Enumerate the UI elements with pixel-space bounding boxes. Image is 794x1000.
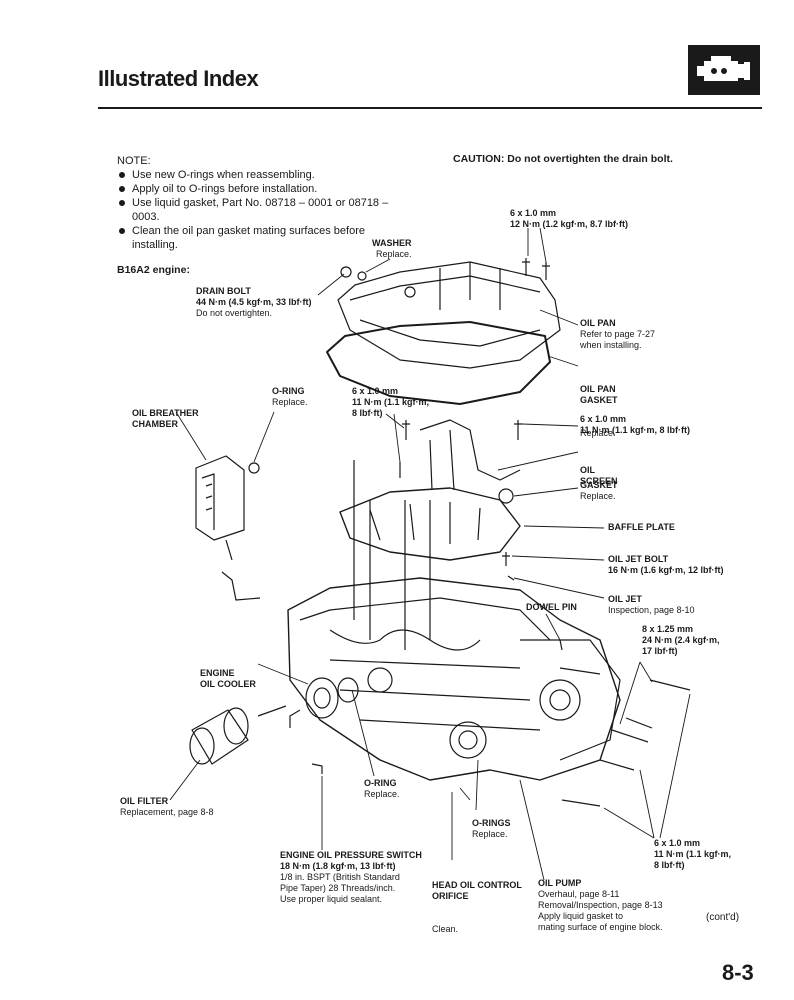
label-head-oil-orifice: HEAD OIL CONTROL ORIFICE Clean.	[432, 880, 522, 934]
oil-filter-part	[189, 707, 249, 765]
label-oil-filter: OIL FILTER Replacement, page 8-8	[120, 796, 214, 817]
label-o-ring-cooler: O-RING Replace.	[364, 778, 400, 799]
engine-oil-cooler-part	[257, 677, 359, 728]
label-screen-bolt-right: 6 x 1.0 mm 11 N·m (1.1 kgf·m, 8 lbf·ft)	[580, 414, 691, 435]
label-dowel-pin: DOWEL PIN	[526, 602, 577, 612]
note-item: Use new O-rings when reassembling.	[117, 168, 417, 182]
note-list: Use new O-rings when reassembling. Apply…	[117, 168, 417, 252]
label-pressure-switch: ENGINE OIL PRESSURE SWITCH 18 N·m (1.8 k…	[280, 850, 422, 904]
label-oil-pan: OIL PAN Refer to page 7-27 when installi…	[580, 318, 656, 350]
page-number: 8-3	[722, 960, 754, 985]
engine-name: B16A2 engine:	[117, 264, 190, 276]
label-engine-oil-cooler: ENGINE OIL COOLER	[200, 668, 256, 689]
header-rule	[98, 107, 762, 109]
section-badge	[688, 45, 760, 95]
label-bolts-pump: 6 x 1.0 mm 11 N·m (1.1 kgf·m, 8 lbf·ft)	[654, 838, 732, 870]
label-oil-screen: OIL SCREEN	[580, 465, 618, 486]
oil-pan-gasket-part	[326, 321, 551, 405]
label-pan-bolts: 6 x 1.0 mm 12 N·m (1.2 kgf·m, 8.7 lbf·ft…	[510, 208, 629, 229]
engine-icon	[697, 56, 750, 81]
label-oil-jet-bolt: OIL JET BOLT 16 N·m (1.6 kgf·m, 12 lbf·f…	[608, 554, 724, 575]
label-oil-pan-gasket: OIL PAN GASKET Replace.	[580, 384, 618, 438]
note-item: Apply oil to O-rings before installation…	[117, 182, 417, 196]
label-screen-bolts: 6 x 1.0 mm 11 N·m (1.1 kgf·m, 8 lbf·ft)	[352, 386, 430, 418]
page-title: Illustrated Index	[98, 66, 259, 91]
label-o-ring-breather: O-RING Replace.	[272, 386, 308, 407]
label-o-rings: O-RINGS Replace.	[472, 818, 511, 839]
label-oil-breather-chamber: OIL BREATHER CHAMBER	[132, 408, 199, 429]
oil-pan-part	[337, 261, 561, 369]
label-bolts-8x125: 8 x 1.25 mm 24 N·m (2.4 kgf·m, 17 lbf·ft…	[642, 624, 720, 656]
note-item: Clean the oil pan gasket mating surfaces…	[117, 224, 372, 252]
note-block: NOTE: Use new O-rings when reassembling.…	[117, 154, 417, 252]
label-drain-bolt: DRAIN BOLT 44 N·m (4.5 kgf·m, 33 lbf·ft)…	[196, 286, 312, 318]
label-baffle-plate: BAFFLE PLATE	[608, 522, 675, 532]
label-oil-pump: OIL PUMP Overhaul, page 8-11 Removal/Ins…	[538, 878, 663, 932]
oil-screen-part	[419, 419, 521, 504]
note-item: Use liquid gasket, Part No. 08718 – 0001…	[117, 196, 417, 224]
caution-text: CAUTION: Do not overtighten the drain bo…	[453, 153, 673, 165]
note-heading: NOTE:	[117, 155, 151, 167]
oil-breather-part	[195, 455, 261, 601]
label-oil-jet: OIL JET Inspection, page 8-10	[608, 594, 695, 615]
label-gasket: GASKET Replace.	[580, 480, 618, 501]
label-washer: WASHER Replace.	[372, 238, 412, 259]
continued-note: (cont'd)	[706, 912, 740, 923]
